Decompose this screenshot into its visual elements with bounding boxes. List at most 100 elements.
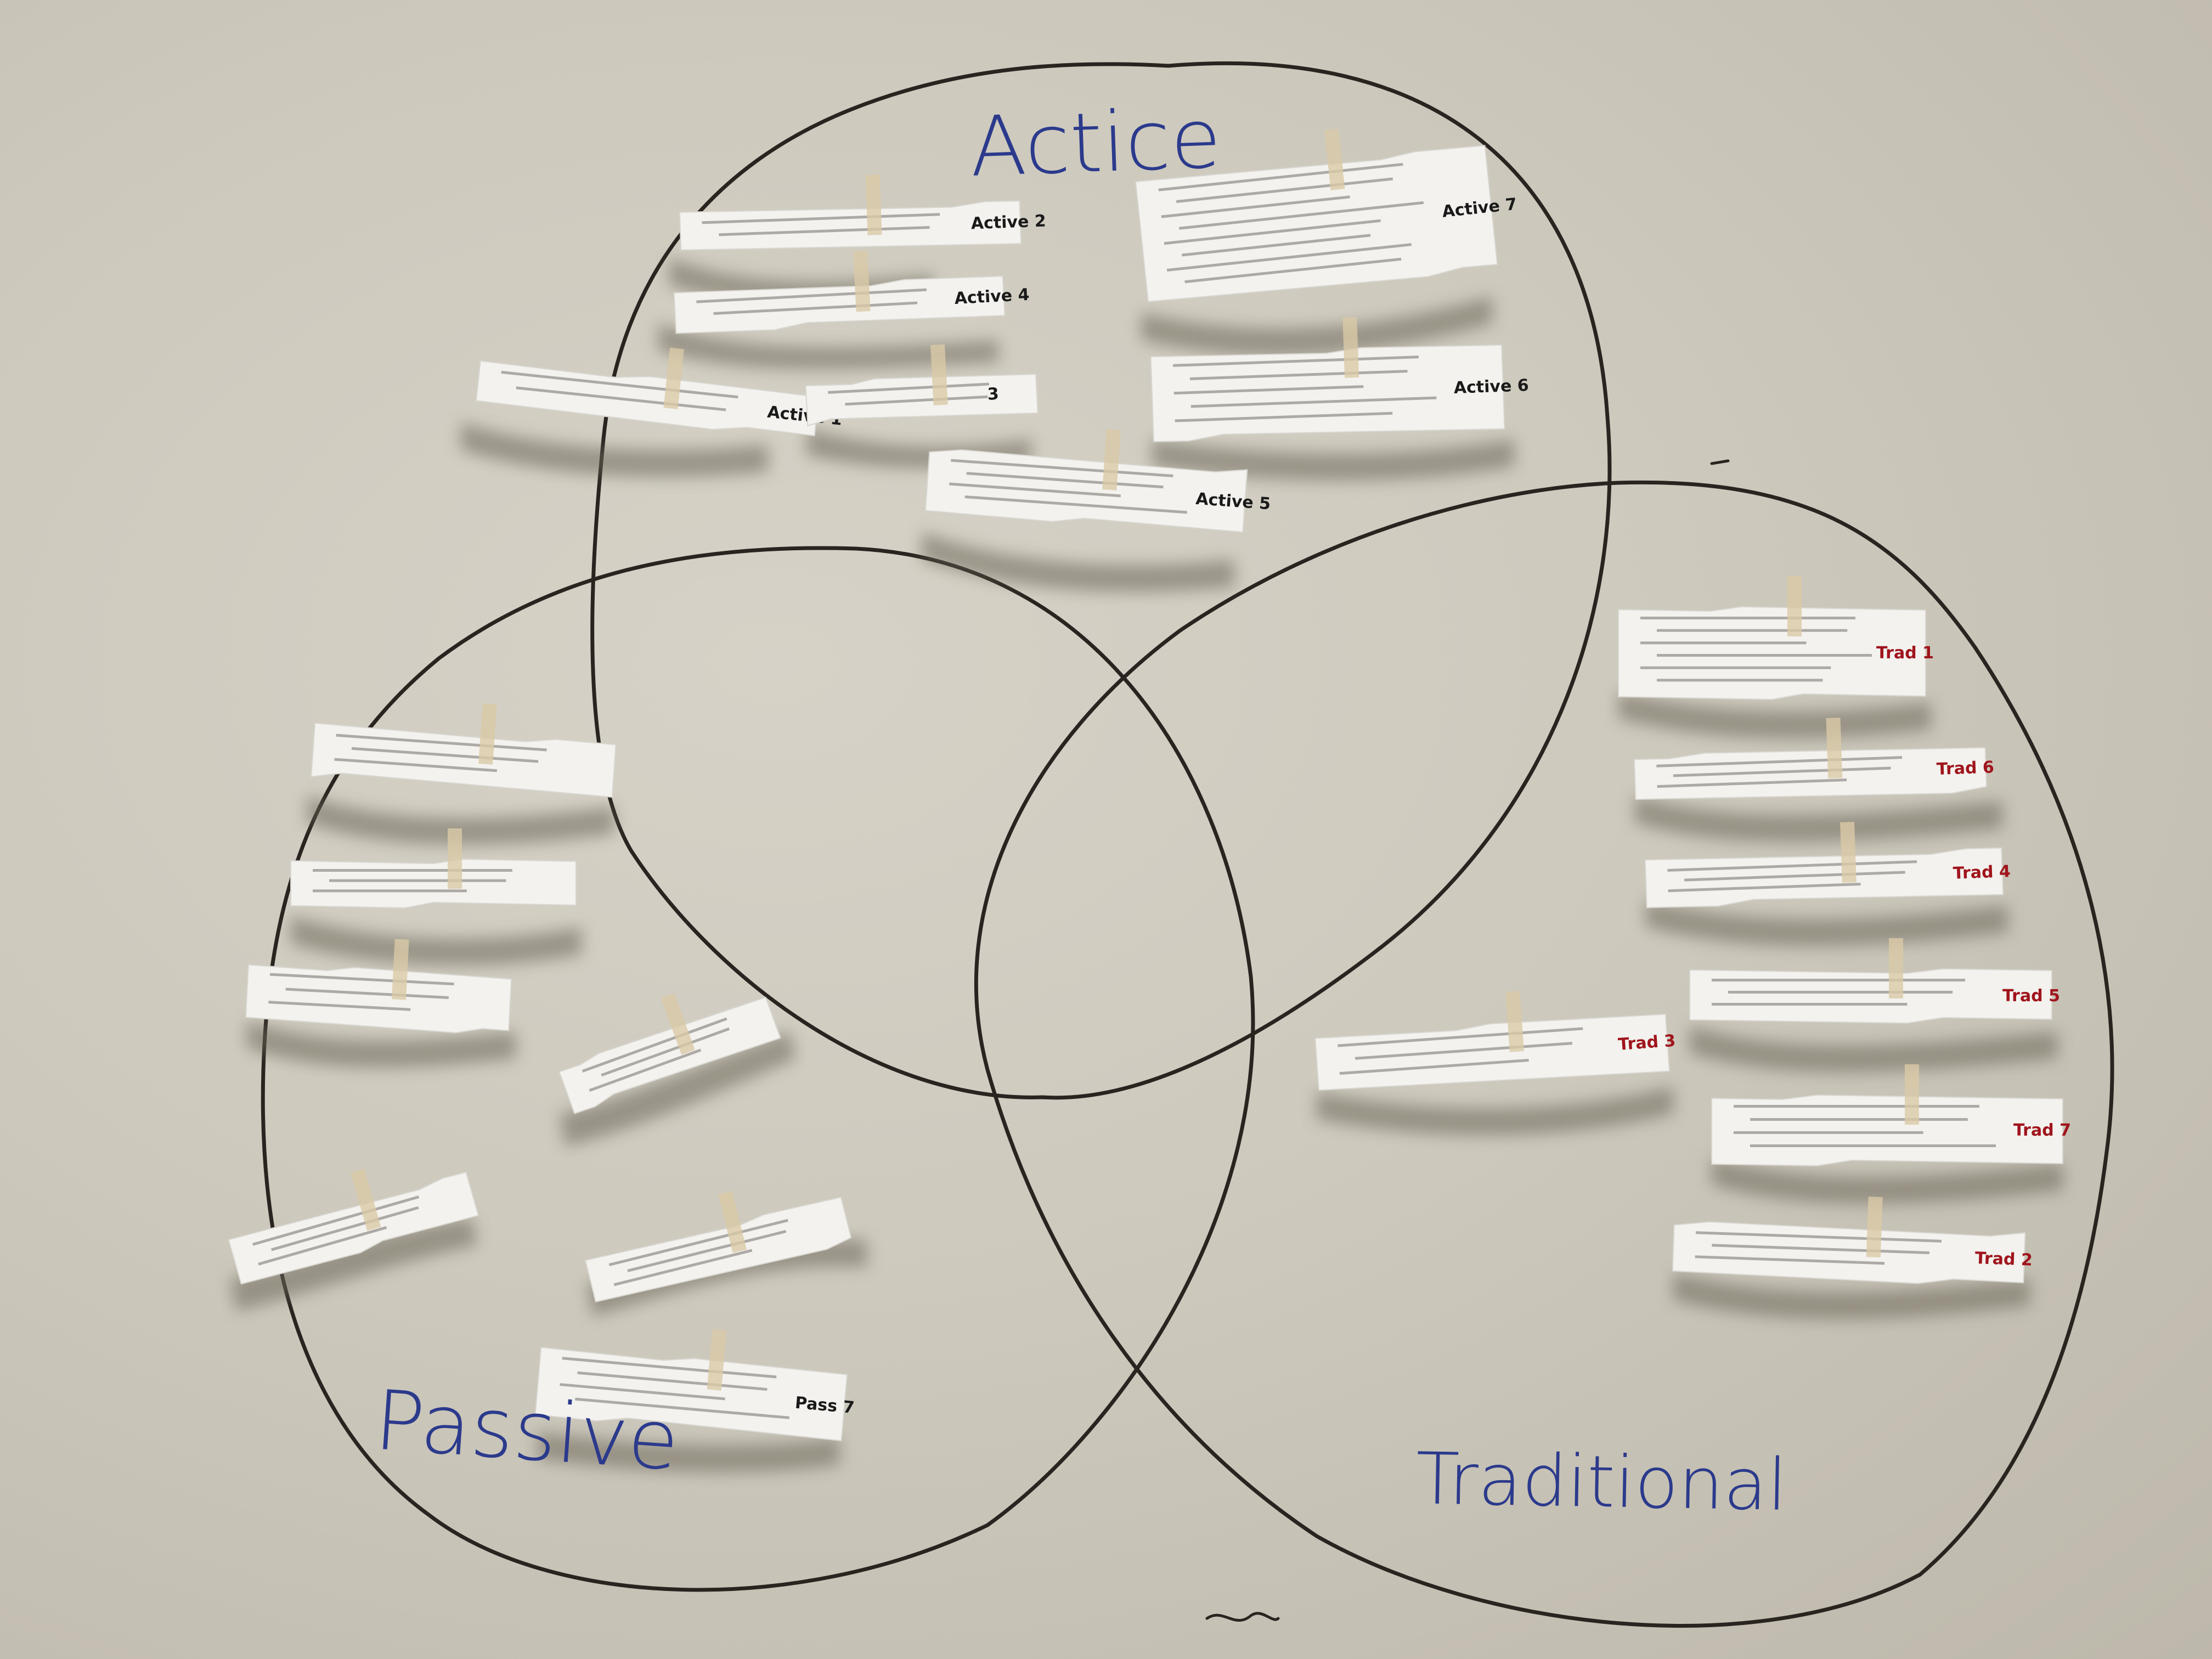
tape-piece [1866,1197,1883,1258]
print-line [1184,257,1402,284]
tape-piece [1905,1064,1919,1125]
marker-squiggle-bottom [1205,1612,1280,1622]
label-traditional: Traditional [1415,1437,1787,1527]
print-line [334,758,497,772]
print-line [1640,617,1855,619]
print-line [1657,629,1848,632]
print-line [1657,679,1823,682]
print-line [1166,243,1412,272]
tape-piece [1102,429,1121,490]
paper-strip-active: Active 6 [1150,317,1529,443]
print-line [270,1206,419,1251]
paper-strip-passive [584,1190,852,1303]
print-line [1712,979,1965,981]
paper-strip-body [1633,747,1988,800]
paper-strip-body [679,200,1022,251]
paper-strip-body [475,360,820,437]
paper-strip-body [584,1196,852,1303]
paper-strip-passive [290,828,577,909]
print-line [828,382,989,394]
print-line [627,1230,787,1272]
paper-strip-traditional: Trad 6 [1633,718,1994,800]
paper-strip-traditional: Trad 5 [1689,938,2060,1024]
tape-piece [351,1169,381,1231]
paper-strip-body [1711,1094,2063,1167]
strip-shadows [230,258,2063,1472]
print-line [258,1226,387,1266]
print-line [1339,1059,1529,1075]
print-line [268,1001,411,1011]
print-line [1657,654,1872,657]
tape-piece [1324,128,1345,190]
paper-strip-traditional: Trad 4 [1644,822,2011,909]
paper-strip-body [245,964,512,1034]
print-line [1640,641,1807,645]
paper-strip-body [1672,1221,2026,1284]
marker-squiggle [1710,459,1730,465]
tape-piece [853,251,871,312]
paper-strip-body [1644,847,2004,909]
paper-strip-body [534,1346,848,1442]
tape-piece [1889,938,1903,998]
paper-strip-passive [311,703,617,798]
print-line [562,1357,777,1379]
paper-strip-passive [558,993,781,1115]
print-line [1190,396,1437,408]
paper-strip-active: Active 5 [924,429,1271,533]
tape-piece [1342,317,1359,378]
print-line [1164,219,1381,245]
paper-strip-passive [228,1169,479,1285]
paper-strip-body [311,722,617,798]
print-line [1750,1118,1968,1121]
tape-piece [1787,576,1802,636]
print-line [589,1048,702,1092]
strip-tag: Trad 2 [1974,1249,2033,1270]
print-line [1175,411,1393,422]
paper-strip-traditional: Trad 2 [1672,1197,2033,1284]
tape-piece [663,347,684,409]
tape-piece [707,1329,727,1391]
paper-strip-active: Active 4 [673,251,1030,334]
tape-piece [930,344,948,405]
print-line [1179,201,1424,230]
label-passive: Passive [371,1373,681,1489]
print-line [608,1218,788,1267]
tape-piece [865,174,882,235]
print-line [1750,1144,1996,1147]
print-line [313,889,467,893]
print-line [1734,1105,1979,1108]
paper-strip-active: 3 [805,344,1039,427]
print-line [1173,385,1364,395]
paper-strip-body [805,374,1039,427]
print-line [964,495,1187,514]
print-line [285,988,449,1000]
print-line [582,1017,727,1073]
print-line [336,733,547,752]
tape-piece [448,828,462,889]
paper-strip-active: Active 2 [679,174,1046,251]
traditional-circle [974,480,2114,1628]
paper-strip-traditional: Trad 3 [1314,991,1676,1091]
strip-tag: Trad 7 [2013,1121,2071,1140]
print-line [1728,991,1953,994]
print-line [1182,234,1371,257]
tape-piece [1826,718,1843,778]
print-line [1695,1255,1885,1265]
tape-piece [391,939,409,1000]
print-line [1668,883,1861,893]
print-line [1161,195,1350,218]
tape-piece [1505,991,1524,1052]
print-line [269,973,454,986]
paper-strip-body [1314,1013,1671,1091]
tape-piece [718,1190,747,1253]
strip-tag: Trad 6 [1936,758,1994,779]
paper-strip-traditional: Trad 7 [1711,1064,2071,1167]
label-active: Actice [968,91,1222,195]
strip-tag: Trad 1 [1876,644,1934,663]
print-line [949,482,1121,498]
paper-strip-passive [245,939,512,1034]
print-line [313,869,512,872]
tape-piece [478,703,497,765]
print-line [1640,666,1831,669]
